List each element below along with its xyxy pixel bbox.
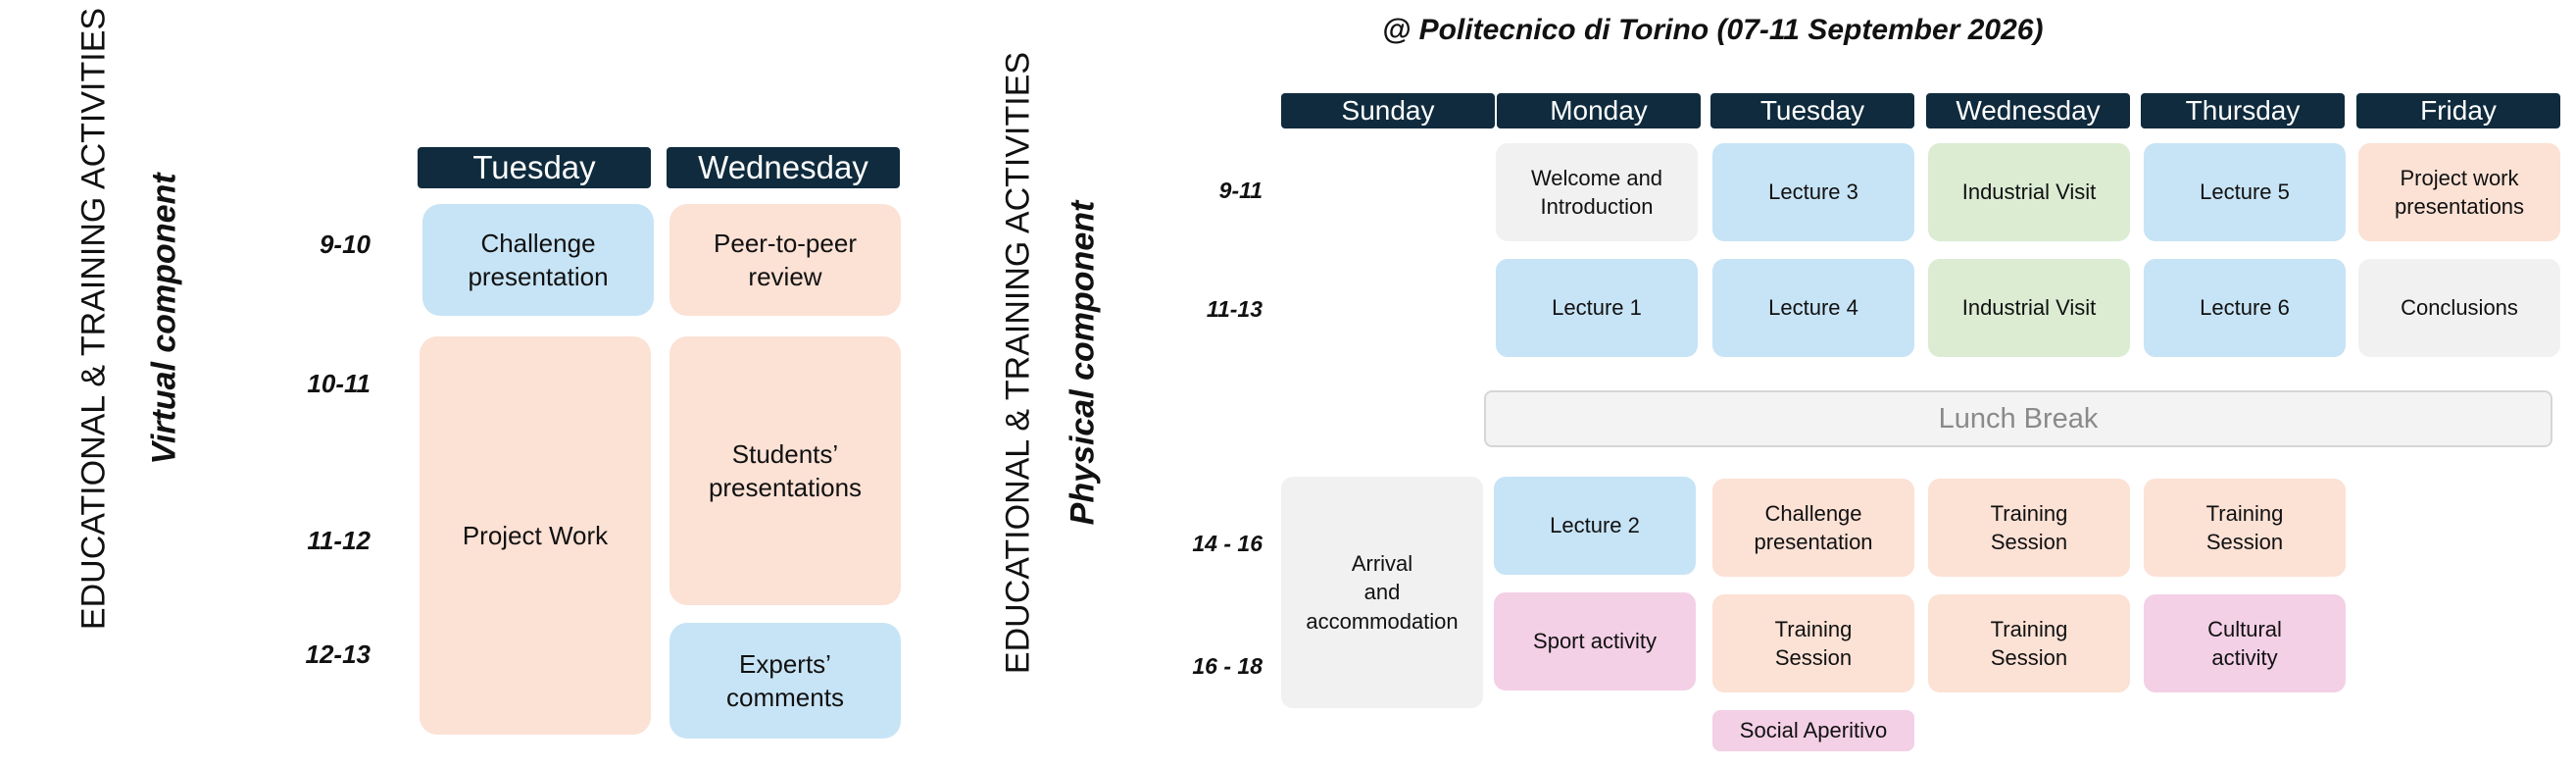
virtual-time-10-11: 10-11 <box>307 369 371 398</box>
virtual-cell-peer-review: Peer-to-peer review <box>669 204 901 316</box>
physical-cell-challenge-presentation: Challenge presentation <box>1712 479 1914 577</box>
physical-cell-lecture-1: Lecture 1 <box>1496 259 1698 357</box>
physical-cell-project-work-presentations: Project work presentations <box>2358 143 2560 241</box>
physical-day-header-tuesday: Tuesday <box>1710 93 1914 128</box>
physical-cell-welcome-introduction: Welcome and Introduction <box>1496 143 1698 241</box>
physical-cell-training-session-wednesday-2: Training Session <box>1928 594 2130 692</box>
physical-cell-lecture-5: Lecture 5 <box>2144 143 2346 241</box>
physical-cell-arrival-accommodation: Arrival and accommodation <box>1281 477 1483 708</box>
physical-time-9-11: 9-11 <box>1218 178 1263 203</box>
virtual-day-header-tuesday: Tuesday <box>418 147 651 188</box>
physical-time-14-16: 14 - 16 <box>1192 531 1263 556</box>
virtual-time-12-13: 12-13 <box>305 639 372 669</box>
virtual-cell-students-presentations: Students’ presentations <box>669 336 901 605</box>
virtual-component-label: Virtual component <box>145 173 183 465</box>
physical-component-label: Physical component <box>1064 200 1102 526</box>
physical-cell-industrial-visit-1: Industrial Visit <box>1928 143 2130 241</box>
physical-cell-industrial-visit-2: Industrial Visit <box>1928 259 2130 357</box>
physical-section-vertical-title: EDUCATIONAL & TRAINING ACTIVITIES <box>999 51 1037 675</box>
physical-cell-training-session-thursday: Training Session <box>2144 479 2346 577</box>
virtual-time-9-10: 9-10 <box>319 230 371 259</box>
physical-schedule-title: @ Politecnico di Torino (07-11 September… <box>1382 14 2044 46</box>
physical-day-header-sunday: Sunday <box>1281 93 1495 128</box>
physical-day-header-friday: Friday <box>2356 93 2560 128</box>
physical-cell-lecture-4: Lecture 4 <box>1712 259 1914 357</box>
virtual-day-header-wednesday: Wednesday <box>667 147 900 188</box>
physical-cell-lecture-6: Lecture 6 <box>2144 259 2346 357</box>
physical-day-header-thursday: Thursday <box>2141 93 2345 128</box>
physical-cell-sport-activity: Sport activity <box>1494 592 1696 690</box>
physical-cell-social-aperitivo: Social Aperitivo <box>1712 710 1914 751</box>
virtual-section-vertical-title: EDUCATIONAL & TRAINING ACTIVITIES <box>74 7 113 631</box>
physical-time-11-13: 11-13 <box>1206 296 1263 322</box>
physical-day-header-monday: Monday <box>1497 93 1701 128</box>
virtual-cell-challenge-presentation: Challenge presentation <box>422 204 654 316</box>
virtual-cell-experts-comments: Experts’ comments <box>669 623 901 739</box>
physical-cell-cultural-activity: Cultural activity <box>2144 594 2346 692</box>
physical-cell-lecture-3: Lecture 3 <box>1712 143 1914 241</box>
physical-cell-lecture-2: Lecture 2 <box>1494 477 1696 575</box>
virtual-time-11-12: 11-12 <box>307 526 371 555</box>
physical-cell-training-session-tuesday: Training Session <box>1712 594 1914 692</box>
physical-cell-training-session-wednesday-1: Training Session <box>1928 479 2130 577</box>
virtual-cell-project-work: Project Work <box>420 336 651 735</box>
physical-lunch-break-bar: Lunch Break <box>1484 390 2552 447</box>
physical-day-header-wednesday: Wednesday <box>1926 93 2130 128</box>
physical-time-16-18: 16 - 18 <box>1192 653 1263 679</box>
physical-cell-conclusions: Conclusions <box>2358 259 2560 357</box>
